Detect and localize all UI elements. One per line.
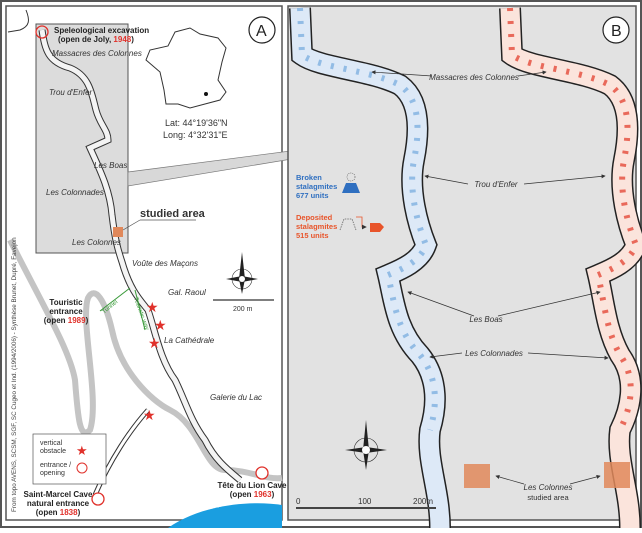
place-label: Voûte des Maçons <box>132 259 198 268</box>
excavation-date: (open de Joly, 1948) <box>58 35 134 44</box>
legend-label: entrance / <box>40 462 71 469</box>
legend-label: vertical <box>40 440 63 447</box>
deposited-stalagmite-gallery <box>499 7 642 529</box>
scale-label: 100 <box>358 497 372 506</box>
studied-area-marker <box>464 464 490 488</box>
deposited-stalagmite-icon <box>339 218 357 231</box>
place-label: Les Boas <box>469 315 502 324</box>
broken-label: stalagmites <box>296 182 337 191</box>
place-label: Les Colonnes <box>72 238 121 247</box>
ardeche-river <box>168 503 282 528</box>
entrance-icon <box>91 492 105 506</box>
road <box>7 238 283 482</box>
broken-stalagmite-icon <box>342 183 360 193</box>
legend-label: obstacle <box>40 448 66 455</box>
scale-label: 200 m <box>233 306 253 313</box>
circle-icon <box>76 462 88 474</box>
studied-area-marker <box>604 462 630 488</box>
vertical-obstacle-icon: ★ ★ ★ ★ <box>143 299 167 423</box>
panel-b-badge <box>602 16 630 44</box>
place-label: Trou d'Enfer <box>474 180 518 189</box>
france-map <box>145 27 227 109</box>
tete-du-lion-date: (open 1963) <box>230 490 275 499</box>
panel-b: B Massacres des Colonnes Trou d'Enfer Le… <box>287 5 642 529</box>
panel-b-label: B <box>611 23 622 40</box>
place-label: Gal. Raoul <box>168 288 206 297</box>
studied-area-marker <box>113 227 123 237</box>
place-label: Galerie du Lac <box>210 393 262 402</box>
panel-a-badge <box>248 16 276 44</box>
svg-text:★: ★ <box>146 299 159 315</box>
deposited-count: 515 units <box>296 231 329 240</box>
latitude: Lat: 44°19'36"N <box>165 118 228 128</box>
panel-a: Ardèche river Speleological excavation (… <box>5 5 299 528</box>
saint-marcel-label: Saint-Marcel Cave <box>24 490 93 499</box>
studied-area-label: studied area <box>527 493 569 502</box>
touristic-entrance-date: (open 1989) <box>44 316 89 325</box>
place-label: Les Colonnades <box>465 349 523 358</box>
place-label: Les Boas <box>94 161 127 170</box>
place-label: La Cathédrale <box>164 336 215 345</box>
broken-count: 677 units <box>296 191 329 200</box>
deposited-label: Deposited <box>296 213 333 222</box>
scale-label: 200m <box>413 497 433 506</box>
svg-text:★: ★ <box>154 317 167 333</box>
scale-label: 0 <box>296 497 301 506</box>
north-arrow-icon <box>226 252 258 294</box>
saint-marcel-date: (open 1838) <box>36 508 81 517</box>
tete-du-lion-label: Tête du Lion Cave <box>218 481 287 490</box>
deposited-label: stalagmites <box>296 222 337 231</box>
studied-area-label: Les Colonnes <box>524 483 573 492</box>
studied-area-label: studied area <box>140 208 206 220</box>
saint-marcel-label: natural entrance <box>27 499 90 508</box>
location-dot <box>204 92 208 96</box>
place-label: Trou d'Enfer <box>49 88 93 97</box>
broken-stalagmite-gallery <box>289 7 451 529</box>
svg-text:★: ★ <box>143 407 156 423</box>
touristic-entrance-label: entrance <box>49 307 83 316</box>
svg-text:★: ★ <box>148 335 161 351</box>
star-icon: ★ <box>76 443 88 458</box>
broken-label: Broken <box>296 173 322 182</box>
place-label: Massacres des Colonnes <box>429 73 519 82</box>
touristic-entrance-label: Touristic <box>49 298 83 307</box>
excavation-label: Speleological excavation <box>54 26 149 35</box>
place-label: Massacres des Colonnes <box>52 49 142 58</box>
excavation-entrance-icon <box>35 25 49 39</box>
place-label: Les Colonnades <box>46 188 104 197</box>
legend <box>32 433 107 485</box>
panel-a-label: A <box>256 23 267 40</box>
legend-label: opening <box>40 470 65 477</box>
longitude: Long: 4°32'31"E <box>163 130 228 140</box>
credit: From topo AVENS, SCSM, SGF, SC Cugeo et … <box>11 237 18 512</box>
north-arrow-icon <box>345 420 387 470</box>
entrance-icon <box>255 466 269 480</box>
